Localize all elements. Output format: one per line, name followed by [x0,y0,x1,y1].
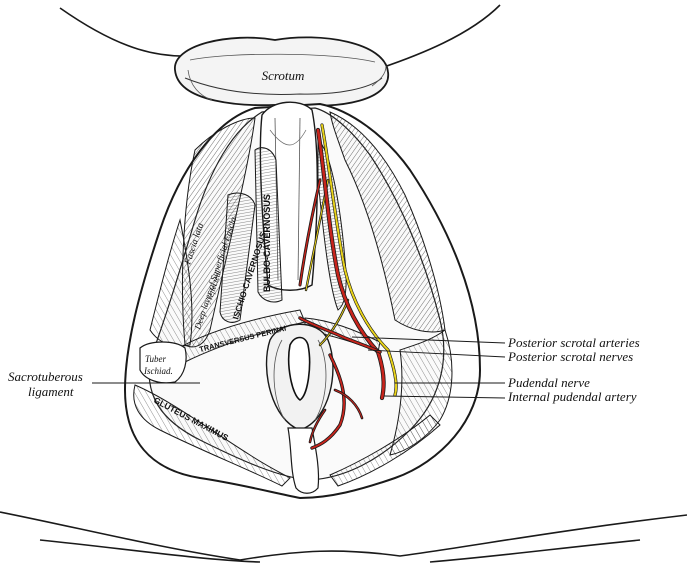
callout-pudendal-nerve: Pudendal nerve [507,375,590,390]
callout-labels: Posterior scrotal arteries Posterior scr… [8,335,640,404]
leader-internal-pudendal-artery [383,395,506,399]
label-bulbo-cavernosus: BULBO-CAVERNOSUS [262,194,272,292]
bulbo-cavernosus-muscle [254,147,283,303]
leader-posterior-scrotal-arteries [351,336,506,344]
callout-internal-pudendal-artery: Internal pudendal artery [507,389,637,404]
label-tuber: Tuber [145,354,167,364]
vessel-fill [316,128,385,400]
anus [265,323,334,431]
arteries [298,127,386,450]
label-ischiad: Ischiad. [143,366,173,376]
tuber-ischiadicum [139,341,187,384]
scrotum [174,36,389,107]
callout-posterior-scrotal-nerves: Posterior scrotal nerves [507,349,633,364]
gluteus-maximus-muscle [133,384,441,487]
callout-leaders [92,336,506,399]
pudendal-nerve-trunk [321,124,398,396]
callout-sacrotuberous: Sacrotuberous [8,369,83,384]
vessel-fill [311,354,345,449]
callout-posterior-scrotal-arteries: Posterior scrotal arteries [507,335,640,350]
leader-posterior-scrotal-nerves [367,349,506,358]
vessel-fill [334,389,363,419]
vessel-fill [309,409,326,443]
vessel-fill [299,179,321,286]
callout-ligament: ligament [28,384,74,399]
vessel-fill [299,317,381,353]
anococcygeal-body [287,427,320,494]
label-scrotum: Scrotum [262,68,305,83]
